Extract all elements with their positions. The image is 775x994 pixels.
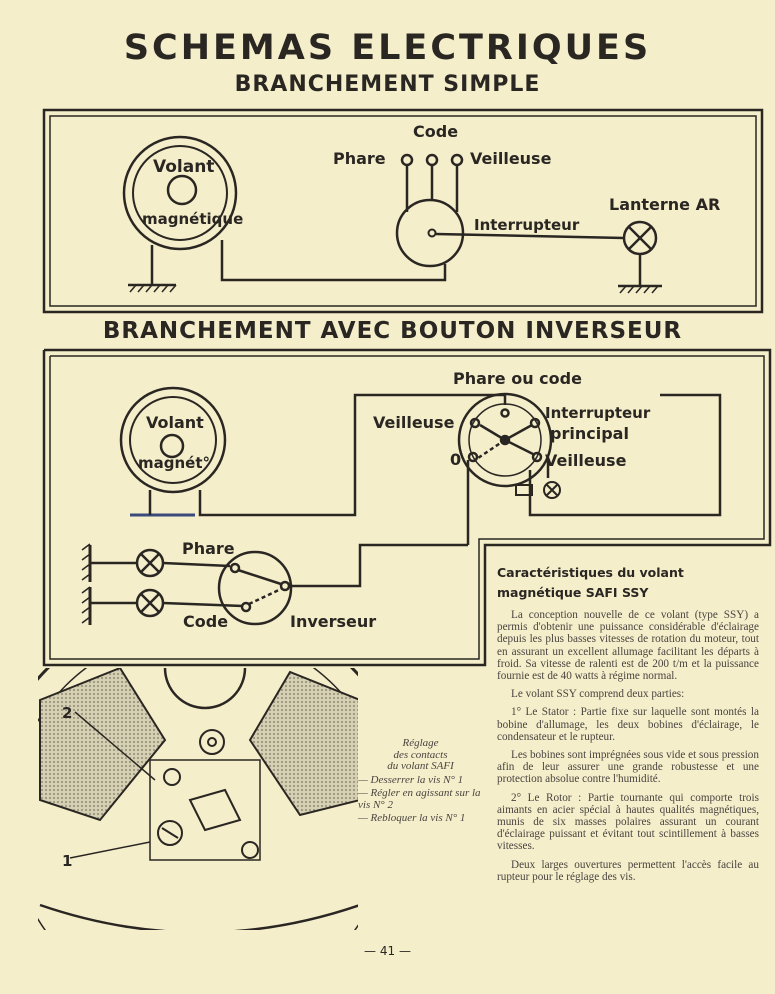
section-heading-simple: BRANCHEMENT SIMPLE — [234, 72, 541, 97]
section-heading-inverseur: BRANCHEMENT AVEC BOUTON INVERSEUR — [102, 318, 683, 344]
paragraph: 2° Le Rotor : Partie tournante qui compo… — [497, 791, 759, 853]
volant-magnetique-symbol — [122, 135, 238, 251]
wire — [528, 393, 722, 517]
rupteur-illustration — [38, 668, 358, 930]
caption-title: du volant SAFI — [387, 760, 454, 772]
label-veilleuse: Veilleuse — [470, 149, 552, 168]
inverseur-symbol — [217, 550, 293, 626]
interrupteur-symbol — [395, 198, 465, 268]
characteristics-heading: magnétique SAFI SSY — [497, 585, 649, 600]
characteristics-text: Caractéristiques du volant magnétique SAF… — [497, 563, 759, 889]
paragraph: Le volant SSY comprend deux parties: — [511, 688, 685, 701]
lamp-icon — [543, 481, 561, 499]
paragraph: Les bobines sont imprégnées sous vide et… — [497, 749, 759, 786]
characteristics-heading: Caractéristiques du volant — [497, 565, 684, 580]
label-zero: 0 — [450, 450, 461, 469]
lamp-icon — [622, 220, 658, 256]
interrupteur-principal-symbol — [457, 392, 553, 488]
paragraph: Deux larges ouvertures permettent l'accè… — [497, 858, 759, 883]
paragraph: 1° Le Stator : Partie fixe sur laquelle … — [497, 706, 759, 743]
ground-icon — [618, 254, 662, 294]
terminal-phare — [400, 153, 414, 167]
label-phare-ou-code: Phare ou code — [453, 369, 582, 388]
label-volant: Volant — [153, 157, 214, 177]
marker-2: 2 — [62, 704, 72, 722]
label-volant: Volant — [146, 413, 204, 432]
caption-step: — Rebloquer la vis N° 1 — [358, 812, 466, 824]
caption-title: Réglage — [402, 737, 439, 749]
label-phare: Phare — [333, 149, 386, 168]
label-veilleuse-left: Veilleuse — [373, 413, 455, 432]
volant-magnetique-symbol — [119, 386, 227, 494]
label-lanterne: Lanterne AR — [609, 195, 720, 214]
wire — [220, 240, 447, 282]
label-inverseur: Inverseur — [290, 612, 376, 631]
label-magnet: magnét° — [138, 454, 210, 472]
label-phare: Phare — [182, 539, 235, 558]
diagram-inverseur-frame — [42, 348, 772, 667]
label-code: Code — [413, 122, 458, 141]
lamp-phare-icon — [135, 548, 165, 578]
page-title: SCHEMAS ELECTRIQUES — [123, 28, 652, 68]
label-interrupteur: Interrupteur — [545, 404, 651, 422]
label-principal: principal — [550, 424, 629, 443]
lamp-code-icon — [135, 588, 165, 618]
marker-1: 1 — [62, 852, 72, 870]
caption-step: — Régler en agissant sur la vis N° 2 — [358, 787, 481, 811]
wire — [198, 393, 507, 517]
label-veilleuse-right: Veilleuse — [545, 451, 627, 470]
paragraph: La conception nouvelle de ce volant (typ… — [497, 609, 759, 683]
ground-icon — [128, 245, 177, 293]
diagram-simple-frame — [42, 108, 764, 314]
label-magnetique: magnétique — [142, 210, 243, 228]
caption-title: des contacts — [393, 748, 448, 761]
label-code: Code — [183, 612, 228, 631]
terminal-code — [425, 153, 439, 167]
caption-step: — Desserrer la vis N° 1 — [358, 773, 464, 786]
illustration-caption: Réglage des contacts du volant SAFI — De… — [358, 737, 483, 825]
label-interrupteur: Interrupteur — [474, 216, 580, 234]
page-number: — 41 — — [364, 944, 411, 958]
terminal-veilleuse — [450, 153, 464, 167]
